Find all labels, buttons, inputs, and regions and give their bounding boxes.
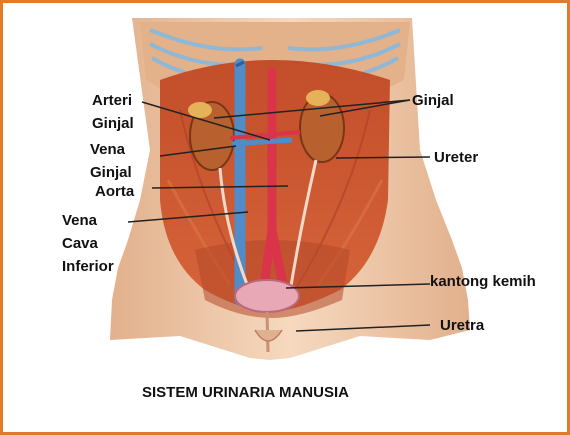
label-arteri-ginjal-line1: Arteri <box>92 92 134 109</box>
label-aorta: Aorta <box>95 183 134 200</box>
label-vena-ginjal: Vena Ginjal <box>90 141 132 181</box>
label-vena-ginjal-line2: Ginjal <box>90 164 132 181</box>
label-vena-cava-line2: Cava <box>62 235 114 252</box>
bladder <box>235 280 299 312</box>
label-vena-ginjal-line1: Vena <box>90 141 132 158</box>
right-adrenal <box>306 90 330 106</box>
label-ureter: Ureter <box>434 149 478 166</box>
label-arteri-ginjal-line2: Ginjal <box>92 115 134 132</box>
left-adrenal <box>188 102 212 118</box>
label-arteri-ginjal: Arteri Ginjal <box>92 92 134 132</box>
label-vena-cava-line1: Vena <box>62 212 114 229</box>
label-uretra: Uretra <box>440 317 484 334</box>
label-kantong-kemih: kantong kemih <box>430 273 536 290</box>
label-ginjal: Ginjal <box>412 92 454 109</box>
diagram-title: SISTEM URINARIA MANUSIA <box>142 384 349 401</box>
label-vena-cava-line3: Inferior <box>62 258 114 275</box>
label-vena-cava-inferior: Vena Cava Inferior <box>62 212 114 275</box>
